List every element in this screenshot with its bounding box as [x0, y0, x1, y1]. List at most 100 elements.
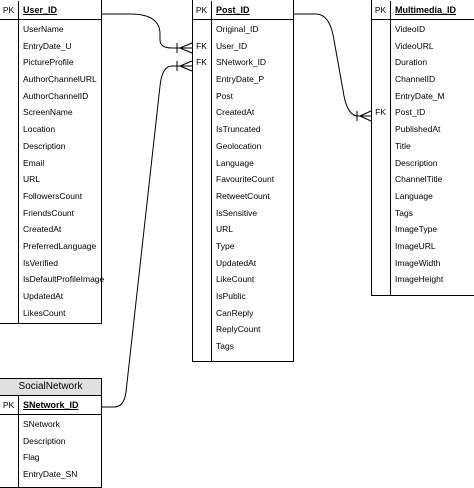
- attribute-row: IsVerified: [0, 255, 101, 272]
- attribute-name: LikesCount: [23, 307, 66, 318]
- attribute-name: ReplyCount: [216, 324, 261, 335]
- attribute-row: ImageWidth: [372, 255, 474, 272]
- attribute-row: Email: [0, 155, 101, 172]
- attribute-name: PreferredLanguage: [23, 240, 97, 251]
- attribute-name: User_ID: [216, 40, 248, 51]
- attribute-name: FriendsCount: [23, 207, 75, 218]
- user-primary-key: User_ID: [23, 5, 58, 15]
- attribute-row: CreatedAt: [193, 104, 293, 121]
- attribute-name: UserName: [23, 24, 64, 34]
- user-pk-label: PK: [2, 5, 15, 15]
- attribute-name: Language: [216, 157, 254, 168]
- attribute-name: Flag: [23, 452, 40, 463]
- attribute-row: ImageURL: [372, 238, 474, 255]
- attribute-name: Location: [23, 124, 56, 135]
- attribute-name: Tags: [216, 341, 234, 352]
- attribute-row: Location: [0, 121, 101, 138]
- attribute-name: UpdatedAt: [216, 257, 257, 268]
- attribute-name: Language: [395, 190, 433, 201]
- attribute-row: FollowersCount: [0, 188, 101, 205]
- attribute-name: Title: [395, 140, 411, 151]
- social-network-primary-key: SNetwork_ID: [23, 400, 79, 410]
- post-multimedia-link: [294, 13, 371, 117]
- attribute-row: URL: [0, 171, 101, 188]
- attribute-row: IsPublic: [193, 288, 293, 305]
- attribute-name: CreatedAt: [23, 224, 62, 235]
- attribute-row: ChannelID: [372, 71, 474, 88]
- attribute-row: Description: [372, 155, 474, 172]
- attribute-name: LikeCount: [216, 274, 255, 285]
- attribute-name: IsVerified: [23, 257, 58, 268]
- attribute-name: URL: [216, 224, 234, 235]
- attribute-row: Tags: [193, 338, 293, 355]
- user-post-link: [102, 13, 192, 49]
- attribute-name: ImageURL: [395, 240, 436, 251]
- attribute-row: URL: [193, 221, 293, 238]
- social-network-pk-label: PK: [2, 400, 15, 410]
- attribute-row: SNetwork: [0, 416, 101, 433]
- attribute-name: EntryDate_U: [23, 40, 72, 51]
- attribute-row: Geolocation: [193, 138, 293, 155]
- attribute-row: EntryDate_SN: [0, 466, 101, 483]
- attribute-name: Type: [216, 240, 235, 251]
- multimedia-attribute-list: VideoID VideoURL Duration ChannelID Entr…: [372, 21, 474, 288]
- attribute-row: CanReply: [193, 305, 293, 322]
- attribute-row: Flag: [0, 449, 101, 466]
- attribute-row: IsSensitive: [193, 205, 293, 222]
- attribute-row: Description: [0, 433, 101, 450]
- attribute-row: AuthorChannelURL: [0, 71, 101, 88]
- multimedia-pk-label: PK: [374, 5, 387, 15]
- attribute-row: ScreenName: [0, 104, 101, 121]
- attribute-name: EntryDate_SN: [23, 469, 78, 480]
- attribute-name: Original_ID: [216, 24, 259, 34]
- attribute-name: Post_ID: [395, 107, 426, 118]
- social-network-attribute-list: SNetwork Description Flag EntryDate_SN: [0, 416, 101, 483]
- attribute-name: UpdatedAt: [23, 291, 64, 301]
- attribute-name: ChannelTitle: [395, 174, 443, 185]
- attribute-name: Geolocation: [216, 140, 262, 151]
- attribute-row: Type: [193, 238, 293, 255]
- attribute-row: UpdatedAt: [0, 288, 101, 305]
- attribute-name: PublishedAt: [395, 124, 441, 135]
- post-pk-row: PK Post_ID: [193, 1, 293, 20]
- attribute-name: AuthorChannelURL: [23, 74, 97, 85]
- fk-label: FK: [196, 57, 207, 68]
- attribute-name: Tags: [395, 207, 413, 218]
- fk-label: FK: [375, 107, 386, 118]
- attribute-name: PictureProfile: [23, 57, 74, 68]
- attribute-name: Description: [23, 140, 66, 151]
- user-entity: PK User_ID UserName EntryDate_U PictureP…: [0, 0, 104, 324]
- social-network-entity: SocialNetwork PK SNetwork_ID SNetwork De…: [0, 378, 102, 488]
- multimedia-key-divider: [390, 1, 391, 295]
- attribute-name: Description: [23, 435, 66, 446]
- attribute-row: Title: [372, 138, 474, 155]
- attribute-name: URL: [23, 174, 41, 185]
- attribute-row: AuthorChannelID: [0, 88, 101, 105]
- user-post-crowfoot: [176, 42, 193, 54]
- multimedia-primary-key: Multimedia_ID: [395, 5, 457, 15]
- attribute-name: Post: [216, 90, 234, 101]
- attribute-name: AuthorChannelID: [23, 90, 89, 101]
- attribute-name: EntryDate_P: [216, 74, 265, 85]
- attribute-row: EntryDate_P: [193, 71, 293, 88]
- attribute-row: EntryDate_M: [372, 88, 474, 105]
- attribute-row: Description: [0, 138, 101, 155]
- attribute-name: ImageType: [395, 224, 438, 235]
- attribute-row: UserName: [0, 21, 101, 38]
- attribute-name: Duration: [395, 57, 428, 68]
- attribute-name: RetweetCount: [216, 190, 270, 201]
- attribute-row: IsTruncated: [193, 121, 293, 138]
- attribute-row: PublishedAt: [372, 121, 474, 138]
- attribute-row: ChannelTitle: [372, 171, 474, 188]
- attribute-row: IsDefaultProfileImage: [0, 271, 104, 288]
- attribute-row: LikesCount: [0, 305, 101, 322]
- multimedia-pk-row: PK Multimedia_ID: [372, 1, 474, 20]
- attribute-row: CreatedAt: [0, 221, 101, 238]
- attribute-name: ImageWidth: [395, 257, 441, 268]
- user-key-divider: [18, 1, 19, 323]
- attribute-name: SNetwork: [23, 419, 60, 429]
- fk-label: FK: [196, 40, 207, 51]
- attribute-name: VideoURL: [395, 40, 434, 51]
